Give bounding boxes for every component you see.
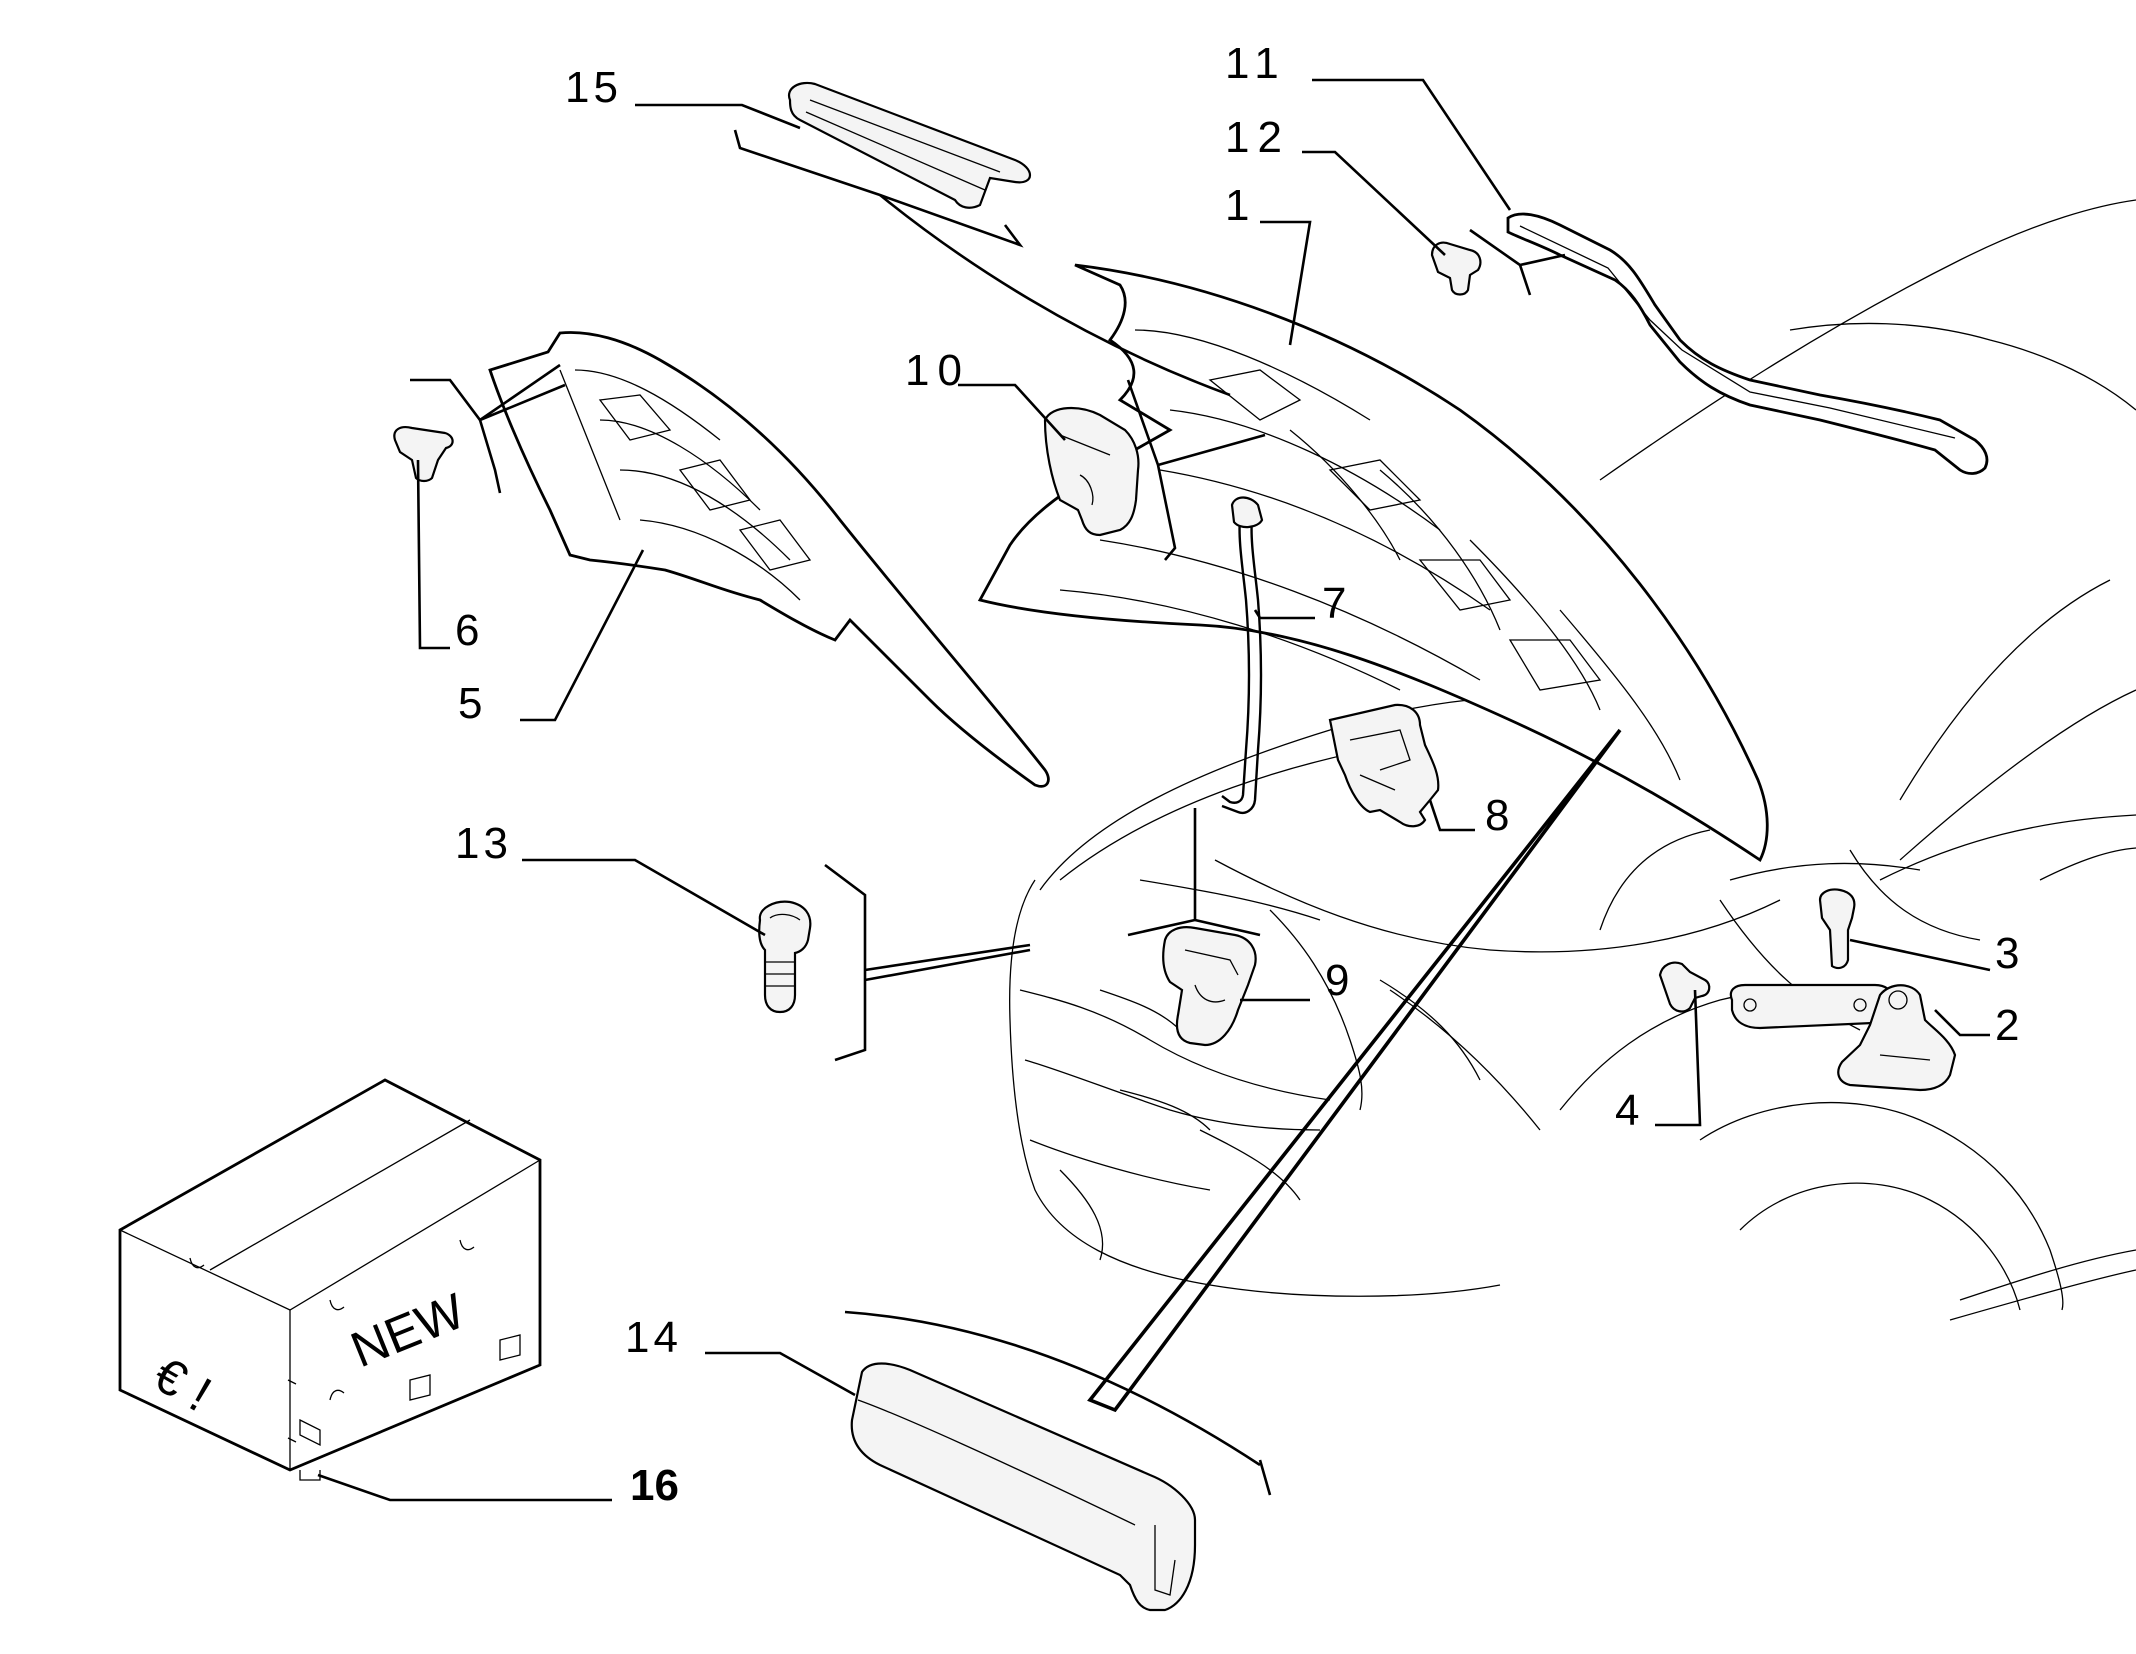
grommet-screw-part[interactable] bbox=[758, 900, 812, 1014]
front-seal-strip-part[interactable] bbox=[787, 81, 1032, 209]
rear-seal-strip-part[interactable] bbox=[1506, 212, 1989, 475]
callout-14: 14 bbox=[625, 1313, 682, 1362]
hood-insulation-panel-part[interactable] bbox=[488, 331, 1050, 788]
callout-13: 13 bbox=[455, 819, 512, 868]
rubber-buffer-part[interactable] bbox=[1043, 406, 1140, 537]
front-trim-moulding-part[interactable] bbox=[850, 1362, 1197, 1612]
car-body-outline bbox=[1009, 199, 2136, 1321]
new-parts-crate[interactable] bbox=[118, 1078, 542, 1481]
callout-9: 9 bbox=[1325, 956, 1349, 1005]
callout-7: 7 bbox=[1322, 579, 1346, 628]
callout-labels: 1 2 3 4 5 6 7 8 9 10 11 12 13 14 15 16 bbox=[455, 39, 2019, 1510]
hinge-screw-part[interactable] bbox=[1658, 961, 1711, 1013]
hinge-bolt-part[interactable] bbox=[1818, 888, 1856, 970]
callout-2: 2 bbox=[1995, 1001, 2019, 1050]
bonnet-part[interactable] bbox=[977, 263, 1769, 863]
callout-15: 15 bbox=[565, 63, 622, 112]
callout-4: 4 bbox=[1615, 1086, 1639, 1135]
hood-hinge-part[interactable] bbox=[1729, 983, 1957, 1092]
callout-1: 1 bbox=[1225, 181, 1249, 230]
leader-lines bbox=[317, 78, 1991, 1502]
prop-rod-part[interactable] bbox=[1221, 496, 1264, 814]
callout-5: 5 bbox=[458, 679, 482, 728]
push-clip-part[interactable] bbox=[393, 426, 454, 483]
callout-8: 8 bbox=[1485, 791, 1509, 840]
callout-3: 3 bbox=[1995, 929, 2019, 978]
callout-10: 10 bbox=[905, 346, 970, 395]
callout-12: 12 bbox=[1225, 113, 1290, 162]
hood-rod-bracket-part[interactable] bbox=[1328, 703, 1440, 828]
callout-11: 11 bbox=[1225, 39, 1287, 88]
rod-holder-part[interactable] bbox=[1162, 926, 1257, 1047]
callout-16: 16 bbox=[630, 1461, 679, 1510]
callout-6: 6 bbox=[455, 606, 479, 655]
